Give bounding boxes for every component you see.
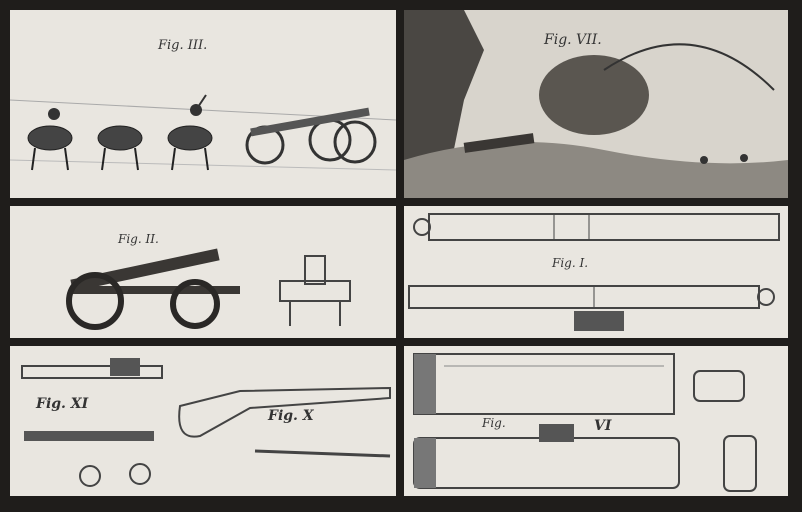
fig-2-label: Fig. II.	[118, 232, 159, 246]
landscape-illustration	[404, 10, 788, 198]
panel-fig-6: Fig. VI	[404, 346, 788, 496]
panel-fig-1: Fig. I.	[404, 206, 788, 338]
panel-fig-3: Fig. III.	[10, 10, 396, 198]
barrels-illustration	[408, 213, 780, 331]
panel-fig-2: Fig. II.	[10, 206, 396, 338]
fig-1-label: Fig. I.	[552, 256, 589, 270]
fig-7-label: Fig. VII.	[544, 32, 602, 48]
fig-3-label: Fig. III.	[158, 38, 208, 53]
fig-6-label-b: VI	[594, 418, 612, 434]
fig-11-label: Fig. XI	[36, 396, 89, 412]
horse-team-illustration	[10, 94, 396, 171]
field-gun-illustration	[66, 248, 351, 330]
mortar-barrels-illustration	[413, 353, 757, 492]
panel-fig-11-10: Fig. XI Fig. X	[10, 346, 396, 496]
small-guns-illustration	[21, 358, 391, 487]
panel-fig-7: Fig. VII.	[404, 10, 788, 198]
fig-6-label-a: Fig.	[482, 416, 506, 430]
fig-10-label: Fig. X	[268, 408, 314, 424]
